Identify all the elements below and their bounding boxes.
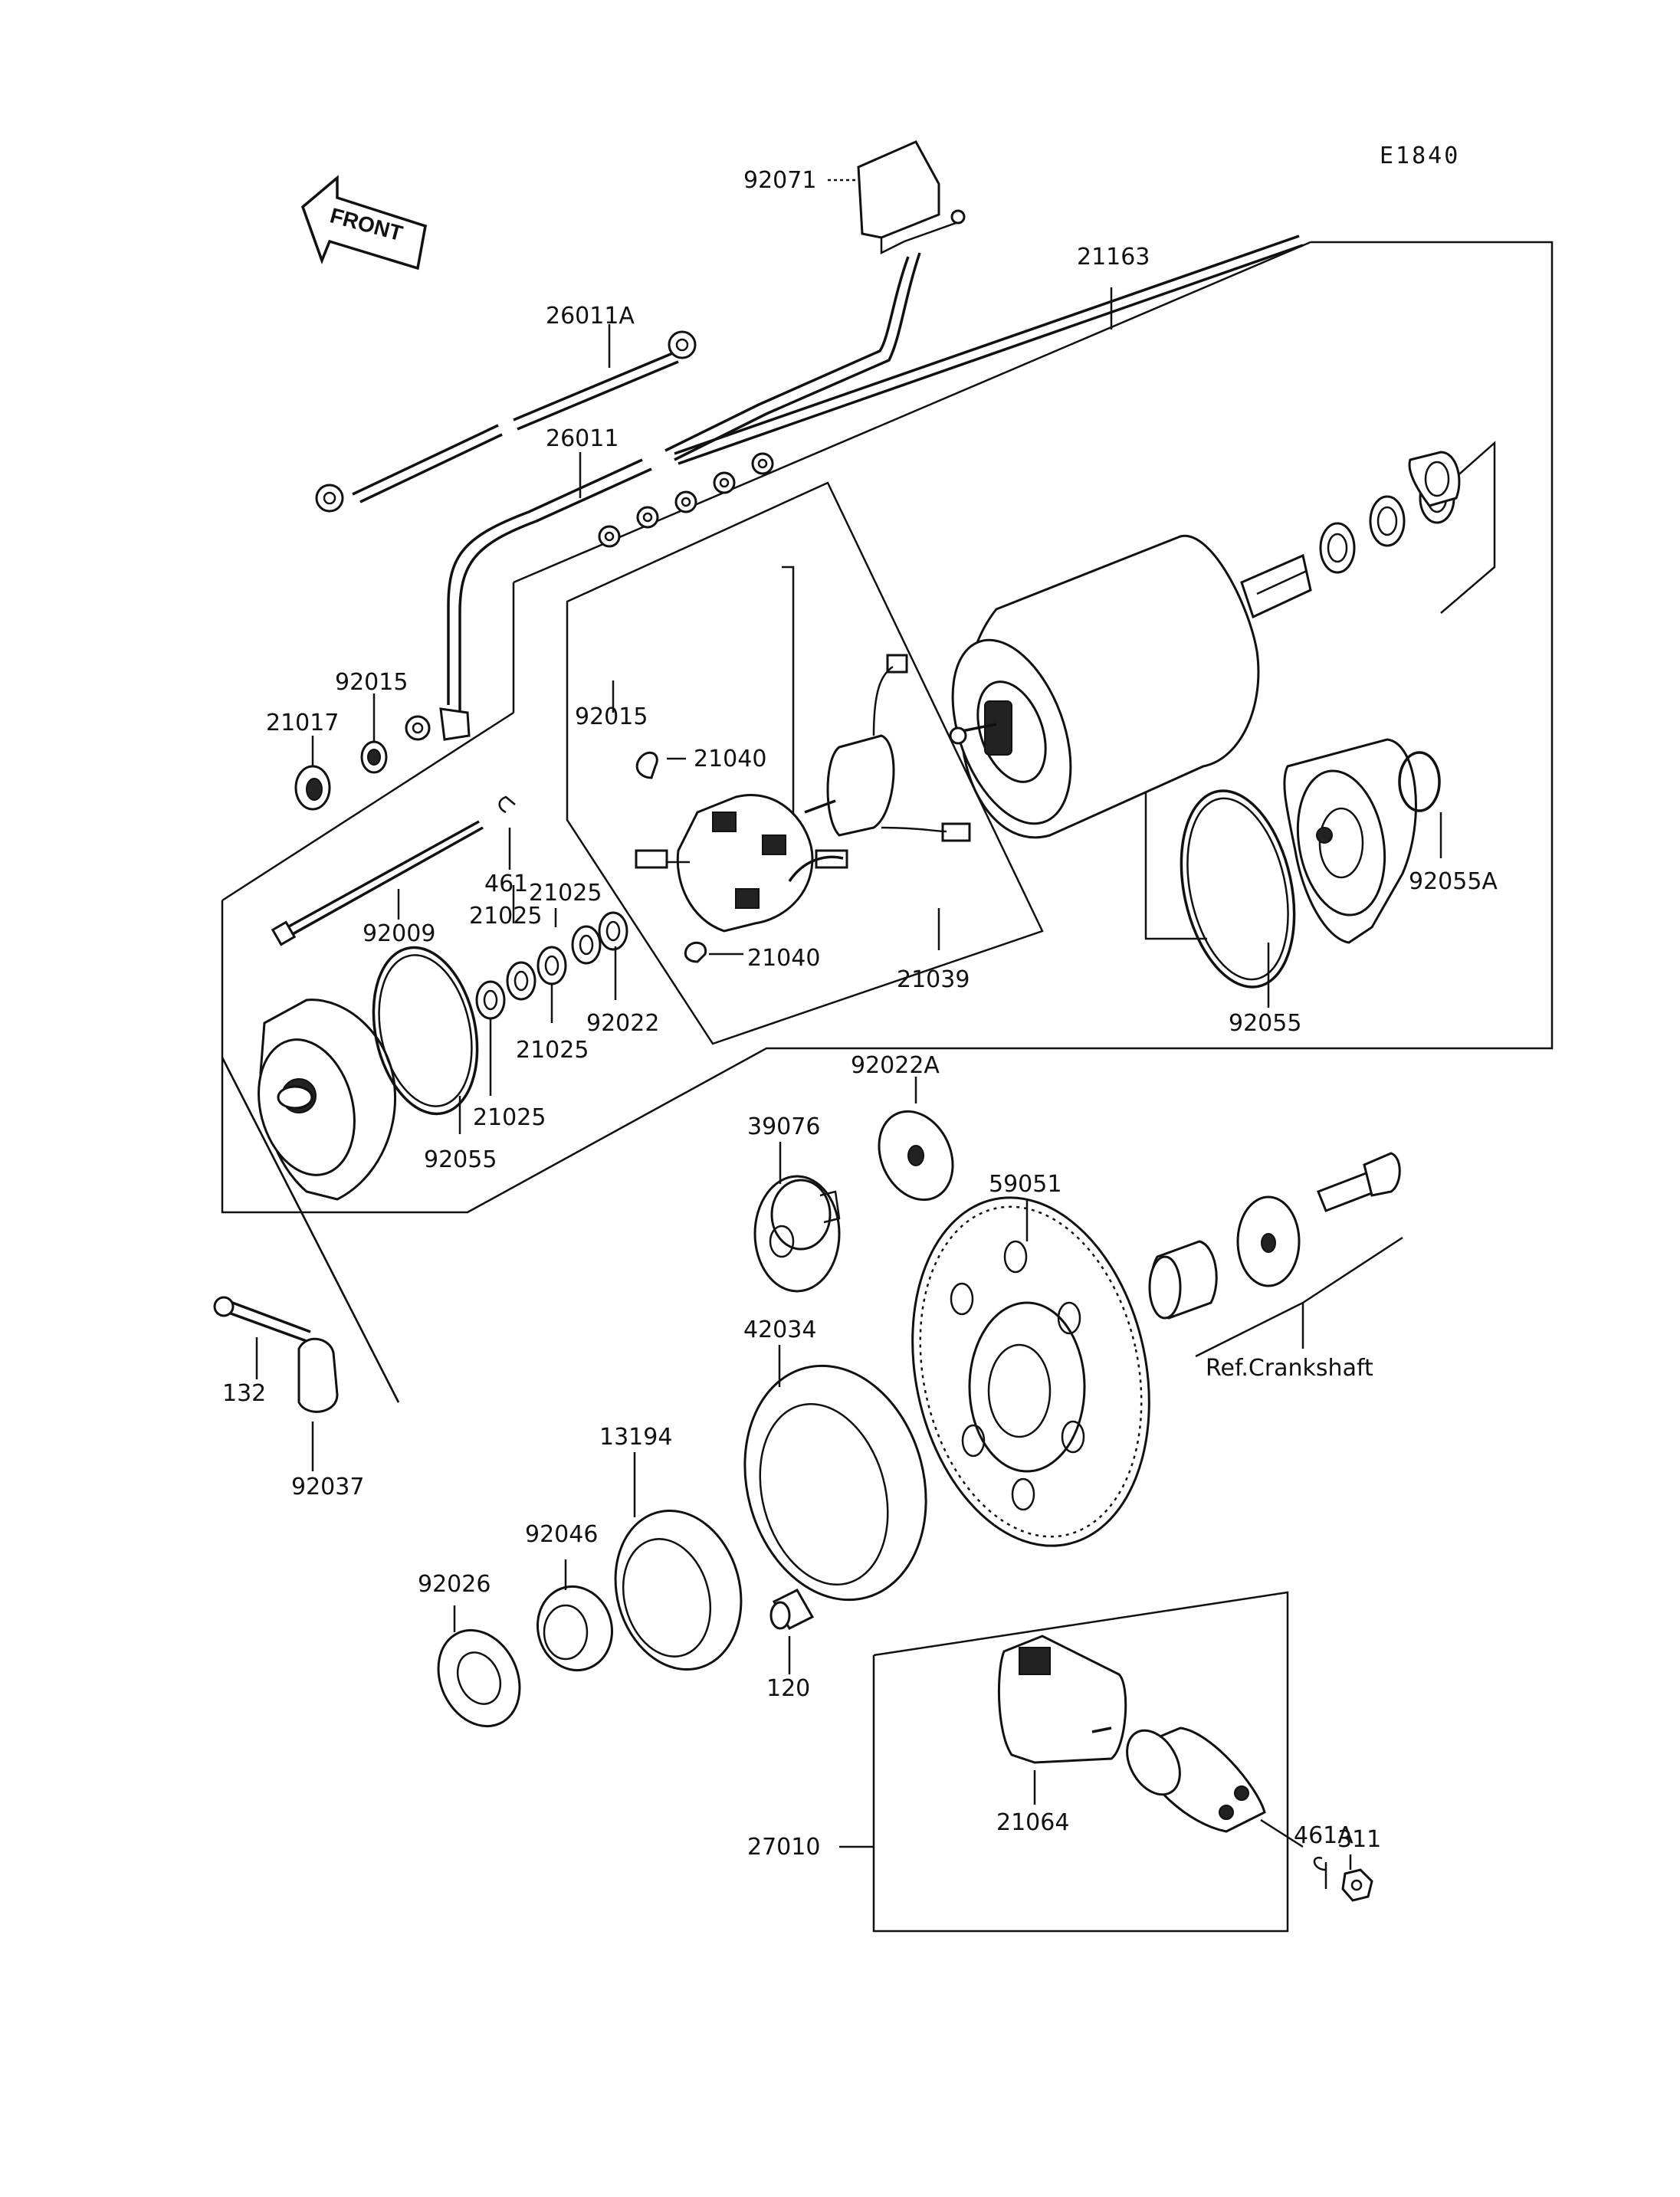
label-120: 120 [766,1675,810,1702]
label-21025-c: 21025 [516,1037,589,1064]
label-461: 461 [484,871,528,897]
label-59051: 59051 [989,1171,1061,1198]
relay-frame [839,1591,1289,1933]
label-27010: 27010 [747,1834,820,1861]
label-21025-d: 21025 [473,1104,546,1131]
label-92046: 92046 [525,1521,598,1548]
front-label: FRONT [327,203,405,245]
bolt-21017-92015 [294,740,388,811]
oring-92055-right [1180,789,1296,989]
label-21163: 21163 [1077,244,1150,271]
right-washers [1319,451,1461,574]
terminal-cap [857,140,966,255]
label-92055A: 92055A [1409,868,1498,895]
starter-gear-59051 [911,1196,1150,1547]
left-washers [475,911,628,1020]
label-21025-b: 21025 [469,903,542,930]
label-92026: 92026 [418,1571,491,1598]
label-21025-a: 21025 [529,880,602,907]
relay-solenoid [1126,1726,1304,1848]
cable-segment [674,234,1304,465]
oring-92055-left [372,946,479,1116]
washer-bracket [1440,441,1496,614]
label-42034: 42034 [743,1317,816,1343]
label-13194: 13194 [599,1424,672,1451]
washer-92026 [437,1628,521,1728]
label-26011A: 26011A [546,303,635,330]
brush-holder-frame [566,481,1044,1045]
washer-92022A [878,1110,954,1202]
front-arrow-icon: FRONT [300,175,427,271]
end-cover-left [258,998,397,1201]
label-461A: 461A [1294,1822,1354,1849]
label-92015-brush: 92015 [575,703,648,730]
washer-stack-bracket [782,566,795,818]
armature [949,534,1312,839]
bracket-and-bolt [213,1057,400,1413]
brush-holder-body [804,654,971,842]
bearing-92046 [536,1585,614,1672]
part-labels: 92071 21163 26011A 26011 92015 21017 920… [222,167,1498,1861]
ground-cable [315,330,697,513]
bolt-120 [769,1589,815,1630]
label-26011: 26011 [546,425,619,452]
crankshaft-parts [1148,1152,1403,1358]
starter-motor-frame [221,241,1554,1214]
idle-gear-39076 [753,1175,841,1293]
label-92071: 92071 [743,167,816,194]
leader-lines [255,179,1442,1889]
starter-cable [405,252,921,741]
label-92055-left: 92055 [424,1146,497,1173]
label-132: 132 [222,1380,266,1407]
one-way-clutch-13194 [614,1509,743,1671]
label-21040-bottom: 21040 [747,945,820,972]
label-92037: 92037 [291,1474,364,1500]
label-39076: 39076 [747,1113,820,1140]
label-311: 311 [1337,1826,1381,1853]
spring-21040-top [635,751,658,779]
washer-461A [1313,1856,1327,1871]
front-cover [1283,738,1417,944]
label-92055-right: 92055 [1229,1010,1301,1037]
spring-21040-bottom [684,942,707,963]
label-21064: 21064 [996,1809,1069,1836]
clutch-housing-42034 [743,1364,927,1602]
through-bolt-92009 [271,820,484,946]
diagram-code: E1840 [1380,143,1460,169]
label-ref-crankshaft: Ref.Crankshaft [1206,1355,1373,1382]
label-21040-top: 21040 [694,746,766,772]
nut-311 [1341,1868,1373,1902]
brush-plate [635,794,848,933]
brush-washers [598,452,774,548]
label-21017: 21017 [266,710,339,736]
oring-92055A [1398,751,1441,812]
label-92009: 92009 [363,920,435,947]
label-92015-left: 92015 [335,669,408,696]
label-92022: 92022 [586,1010,659,1037]
label-92022A: 92022A [851,1052,940,1079]
label-21039: 21039 [897,966,970,993]
oring-bracket [1144,765,1207,940]
circlip-461 [498,795,516,814]
relay-cover-21064 [997,1635,1127,1764]
